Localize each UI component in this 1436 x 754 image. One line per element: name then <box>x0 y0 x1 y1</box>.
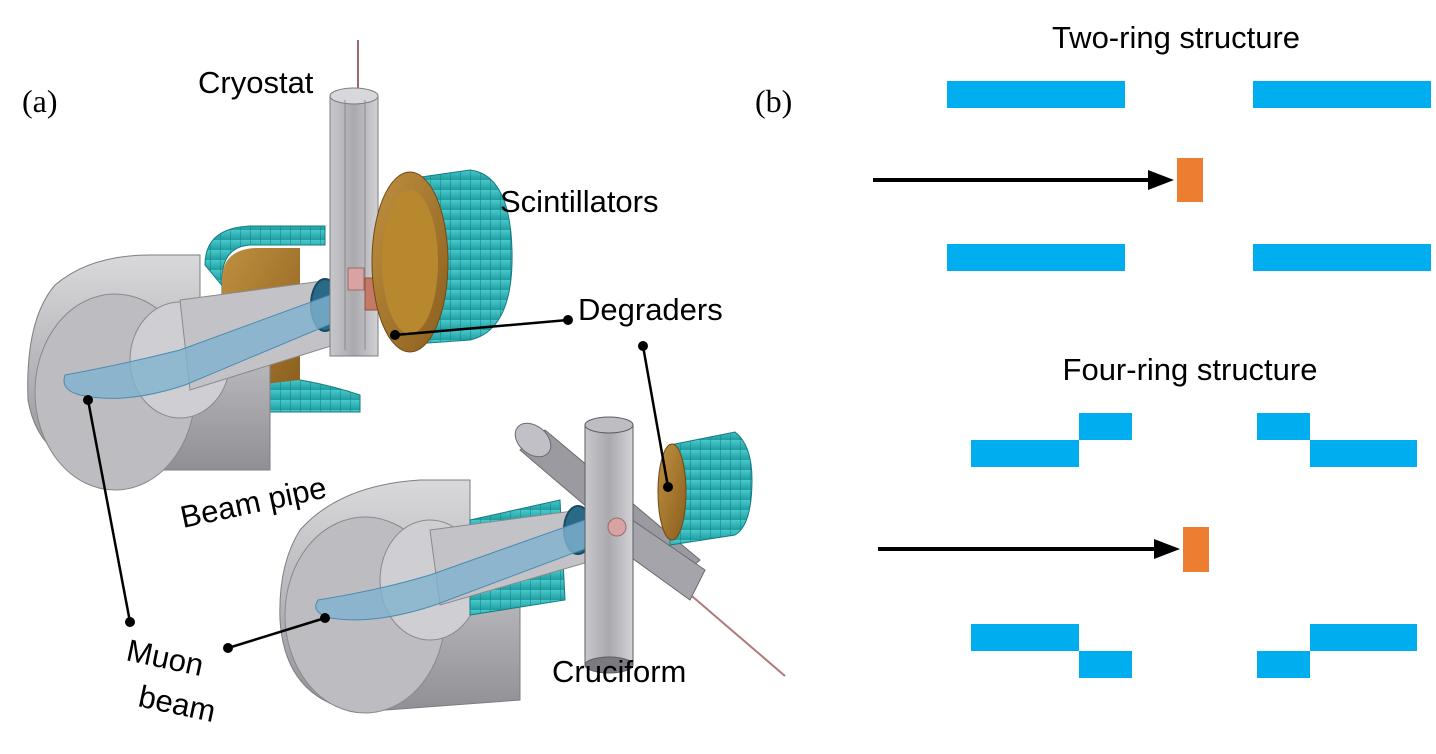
arrow-head-icon <box>1148 170 1174 190</box>
label-degraders: Degraders <box>578 292 723 327</box>
scintillator-bar-lower-left <box>947 244 1125 271</box>
label-cryostat: Cryostat <box>198 65 314 100</box>
cruciform-bottom <box>584 656 634 674</box>
leader-dot <box>563 315 573 325</box>
scintillator-bar-upper-left-outer <box>971 440 1079 467</box>
leader-degrader-bottom <box>641 345 670 488</box>
cruciform-arm-end <box>514 422 552 458</box>
leader-muon-top <box>86 399 132 623</box>
label-cruciform: Cruciform <box>552 654 686 689</box>
leader-dot <box>390 330 400 340</box>
muon-beam-bottom <box>315 519 596 621</box>
two-ring-structure: Two-ring structure <box>873 20 1431 271</box>
muon-beam-top <box>63 294 341 399</box>
target-two-ring <box>1177 158 1203 202</box>
leader-dot <box>223 643 233 653</box>
panel-a-tag: (a) <box>22 83 58 119</box>
scintillator-bar-upper-right <box>1253 81 1431 108</box>
leader-muon-bottom <box>227 616 326 650</box>
leader-dot <box>663 482 673 492</box>
panel-b-tag: (b) <box>755 83 792 119</box>
scintillator-bar-lower-left-inner <box>1079 651 1132 678</box>
target-four-ring <box>1183 527 1209 572</box>
scintillator-bar-lower-right-inner <box>1257 651 1310 678</box>
cryostat-tube <box>329 95 379 357</box>
right-scintillator-drum <box>669 431 753 546</box>
scintillator-bar-upper-left <box>947 81 1125 108</box>
front-degrader-inner <box>382 190 438 334</box>
bottom-assembly <box>279 416 786 714</box>
arrow-head-icon <box>1154 539 1180 559</box>
panel-b: (b) Two-ring structure Four-ring structu… <box>755 20 1431 678</box>
leader-dot <box>638 341 648 351</box>
cryostat-top <box>329 87 379 105</box>
sample-target-bottom <box>607 517 627 537</box>
leader-degrader-top <box>394 318 569 337</box>
sample-holder <box>347 267 365 291</box>
top-assembly <box>27 40 513 491</box>
scintillator-bar-upper-right-inner <box>1257 413 1310 440</box>
leader-dot <box>83 395 93 405</box>
leader-dot <box>320 613 330 623</box>
four-ring-structure: Four-ring structure <box>878 352 1417 678</box>
scintillator-bar-lower-right <box>1253 244 1431 271</box>
leader-dot <box>125 617 135 627</box>
panel-a: (a) <box>22 40 786 729</box>
scintillator-bar-upper-right-outer <box>1310 440 1417 467</box>
label-scintillators: Scintillators <box>500 184 659 219</box>
label-beam: beam <box>136 679 219 729</box>
label-muon: Muon <box>124 633 207 683</box>
cruciform-vertical-tube <box>584 424 634 666</box>
scintillator-bar-upper-left-inner <box>1079 413 1132 440</box>
two-ring-title: Two-ring structure <box>1052 20 1300 55</box>
scintillator-bar-lower-left-outer <box>971 624 1079 651</box>
cruciform-top <box>584 416 634 434</box>
four-ring-title: Four-ring structure <box>1063 352 1318 387</box>
scintillator-bar-lower-right-outer <box>1310 624 1417 651</box>
